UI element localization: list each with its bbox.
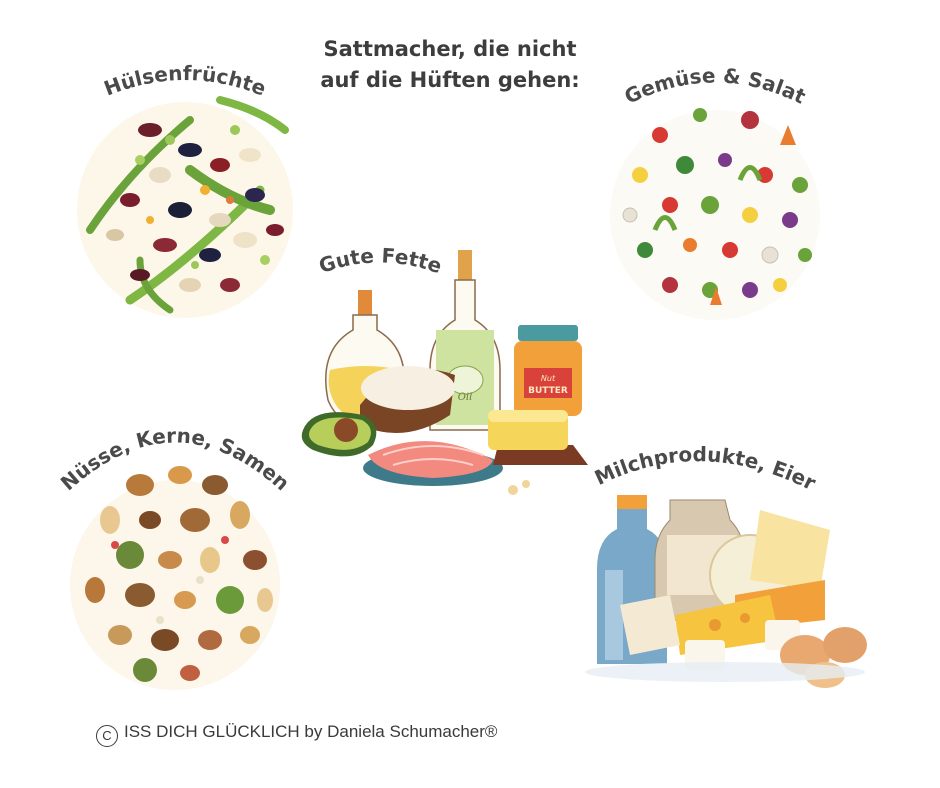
jar-label-line-1: Nut [541, 374, 556, 383]
dairy-label: Milchprodukte, Eier [591, 442, 820, 495]
oil-label: Oil [458, 392, 473, 403]
vegetables-group: Gemüse & Salat [600, 55, 830, 320]
fats-group: Gute Fette Oil Nut BUTTER [298, 230, 598, 500]
jar-label-line-2: BUTTER [528, 386, 568, 396]
title-line-2: auf die Hüften gehen: [320, 68, 580, 92]
title-line-1: Sattmacher, die nicht [323, 37, 577, 61]
fats-illustration-icon: Gute Fette Oil Nut BUTTER [301, 243, 588, 495]
dairy-illustration-icon: Milchprodukte, Eier [585, 442, 867, 688]
page-title: Sattmacher, die nicht auf die Hüften geh… [300, 34, 600, 96]
nuts-group: Nüsse, Kerne, Samen [56, 415, 294, 690]
vegetables-label: Gemüse & Salat [621, 63, 810, 109]
nuts-illustration-icon: Nüsse, Kerne, Samen [56, 423, 294, 690]
vegetables-illustration-icon: Gemüse & Salat [610, 63, 820, 320]
legumes-label: Hülsenfrüchte [101, 61, 270, 101]
footer-text: ISS DICH GLÜCKLICH by Daniela Schumacher… [124, 722, 498, 741]
dairy-group: Milchprodukte, Eier [575, 440, 875, 690]
fats-label: Gute Fette [316, 243, 445, 278]
legumes-group: Hülsenfrüchte [70, 60, 300, 320]
footer-copyright: C ISS DICH GLÜCKLICH by Daniela Schumache… [96, 722, 497, 747]
copyright-icon: C [96, 725, 118, 747]
legumes-illustration-icon: Hülsenfrüchte [77, 61, 293, 318]
